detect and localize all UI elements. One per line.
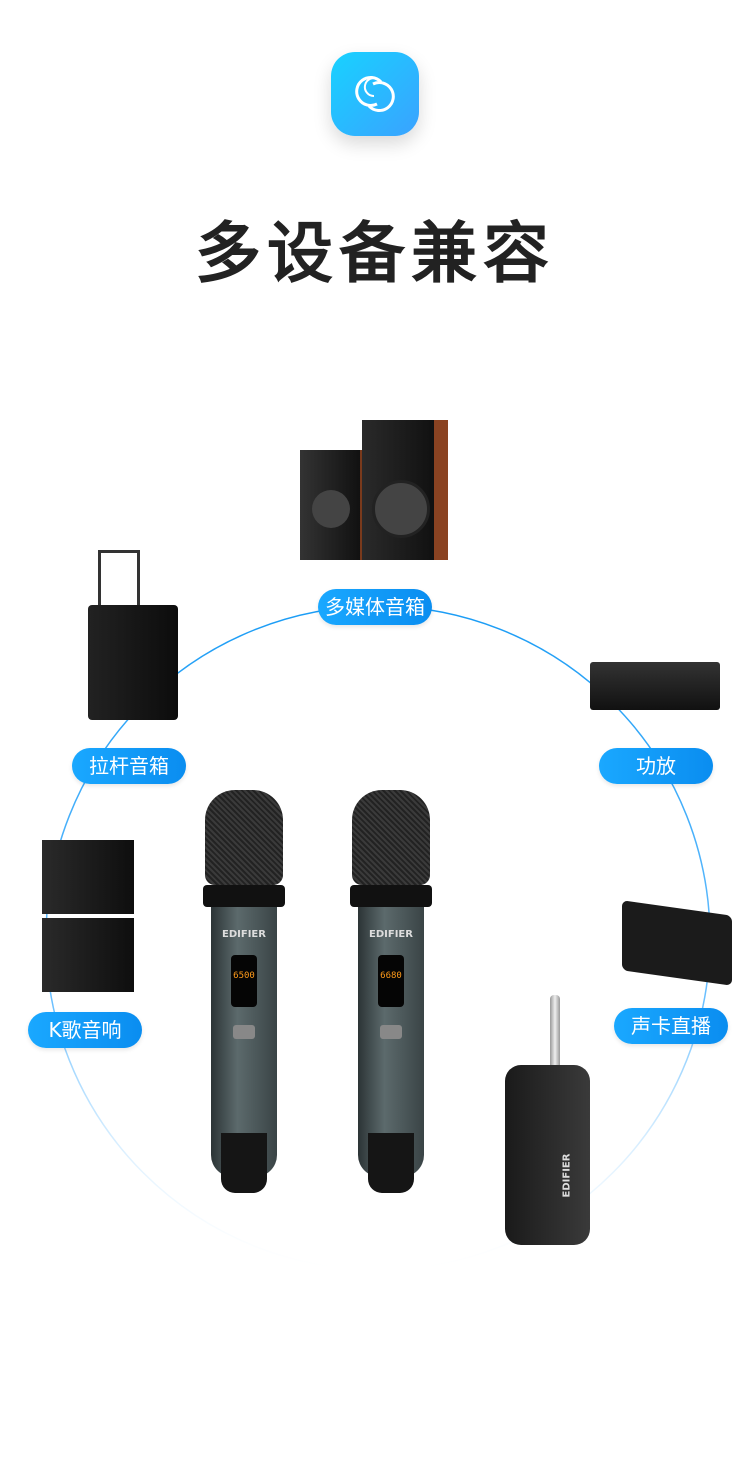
wireless-microphone-1: EDIFIER 6500: [203, 790, 285, 1193]
bookshelf-speakers-image: [300, 420, 450, 565]
device-label-trolley-speaker: 拉杆音箱: [72, 748, 186, 784]
mic-brand: EDIFIER: [369, 929, 413, 940]
mic-display: 6680: [378, 955, 404, 1007]
power-button: [233, 1025, 255, 1039]
receiver-image: EDIFIER: [505, 995, 590, 1250]
mic-brand: EDIFIER: [222, 929, 266, 940]
device-label-multimedia-speaker: 多媒体音箱: [318, 589, 432, 625]
link-rings-icon: [331, 52, 419, 136]
karaoke-speaker-image: [42, 840, 134, 992]
sound-card-image: [622, 900, 732, 993]
device-label-karaoke-speaker: K歌音响: [28, 1012, 142, 1048]
wireless-microphone-2: EDIFIER 6680: [350, 790, 432, 1193]
power-button: [380, 1025, 402, 1039]
receiver-brand: EDIFIER: [561, 1153, 573, 1198]
mic-display: 6500: [231, 955, 257, 1007]
trolley-speaker-image: [88, 550, 178, 725]
device-label-sound-card: 声卡直播: [614, 1008, 728, 1044]
device-label-amplifier: 功放: [599, 748, 713, 784]
page-title: 多设备兼容: [195, 215, 555, 292]
amplifier-image: [590, 662, 720, 717]
